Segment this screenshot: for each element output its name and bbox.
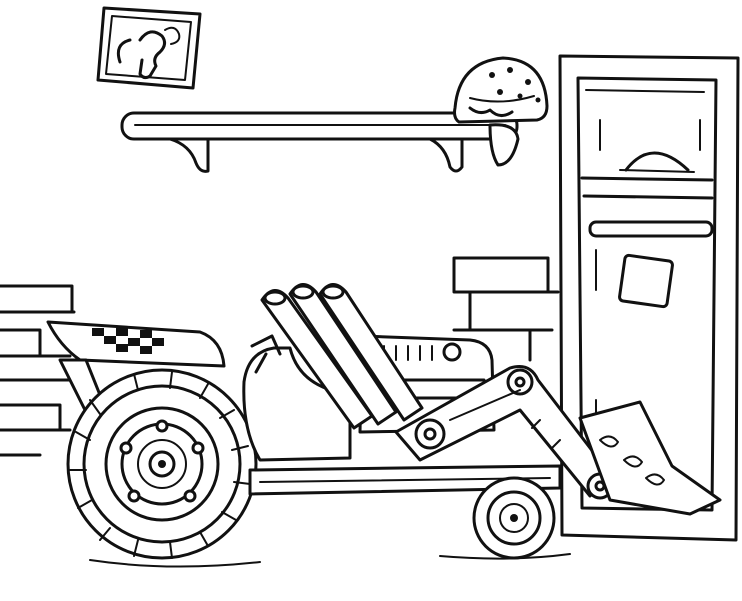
brick-wall-left xyxy=(0,284,80,457)
wall-picture-frame xyxy=(96,6,202,90)
brick-wall-right xyxy=(452,256,560,362)
wall-shelf xyxy=(120,111,520,173)
helmet-on-shelf xyxy=(453,56,549,124)
tractor-dragster xyxy=(46,283,722,568)
